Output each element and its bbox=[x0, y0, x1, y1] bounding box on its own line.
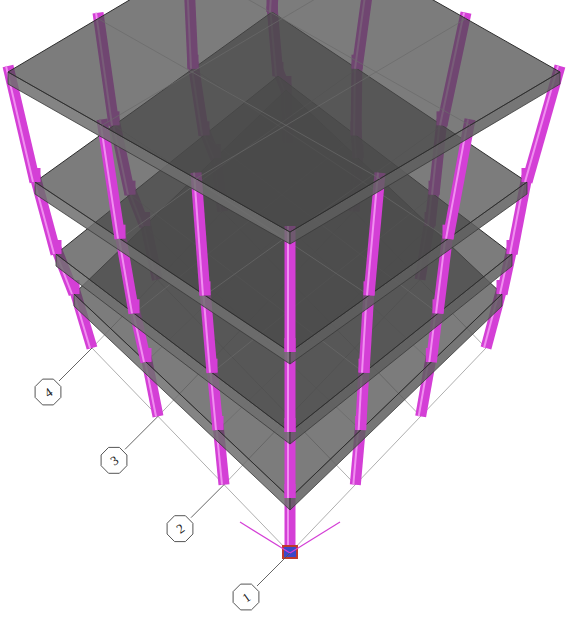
axis-arrow bbox=[290, 522, 340, 553]
leader-line bbox=[59, 348, 92, 381]
grid-bubble bbox=[167, 516, 193, 542]
beam-line bbox=[98, 19, 380, 179]
leader-line bbox=[125, 416, 158, 449]
floor-slab bbox=[8, 0, 560, 232]
column bbox=[285, 226, 296, 352]
beam-line bbox=[196, 19, 466, 179]
beam-line bbox=[188, 0, 470, 125]
leader-line bbox=[191, 485, 224, 518]
grid-bubble bbox=[233, 584, 259, 610]
leader-line bbox=[257, 553, 290, 586]
axis-arrow bbox=[240, 522, 290, 553]
grid-bubble bbox=[101, 447, 127, 473]
column-highlight bbox=[287, 226, 289, 352]
beam-line bbox=[102, 0, 372, 125]
support-node bbox=[283, 546, 297, 558]
grid-bubble bbox=[35, 379, 61, 405]
